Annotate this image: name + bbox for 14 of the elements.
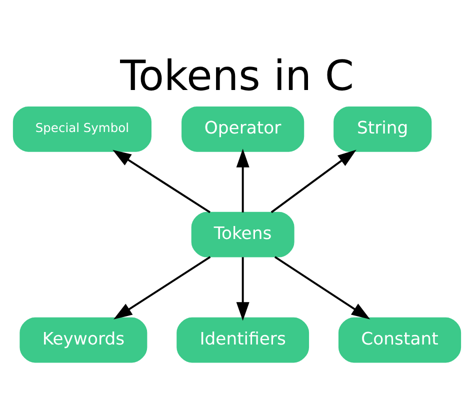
arrow <box>114 256 211 320</box>
node-box: String <box>334 106 432 152</box>
node-box: Keywords <box>20 317 148 363</box>
arrow <box>236 257 250 321</box>
arrow <box>112 150 210 214</box>
arrow <box>270 150 356 214</box>
node-box: Identifiers <box>176 317 310 363</box>
node-box: Operator <box>182 106 304 152</box>
node-box: Tokens <box>191 212 294 258</box>
arrow <box>236 148 250 212</box>
node-box: Special Symbol <box>12 106 152 152</box>
diagram-title: Tokens in C <box>120 51 354 100</box>
node-box: Constant <box>338 317 462 363</box>
arrow <box>274 256 370 320</box>
